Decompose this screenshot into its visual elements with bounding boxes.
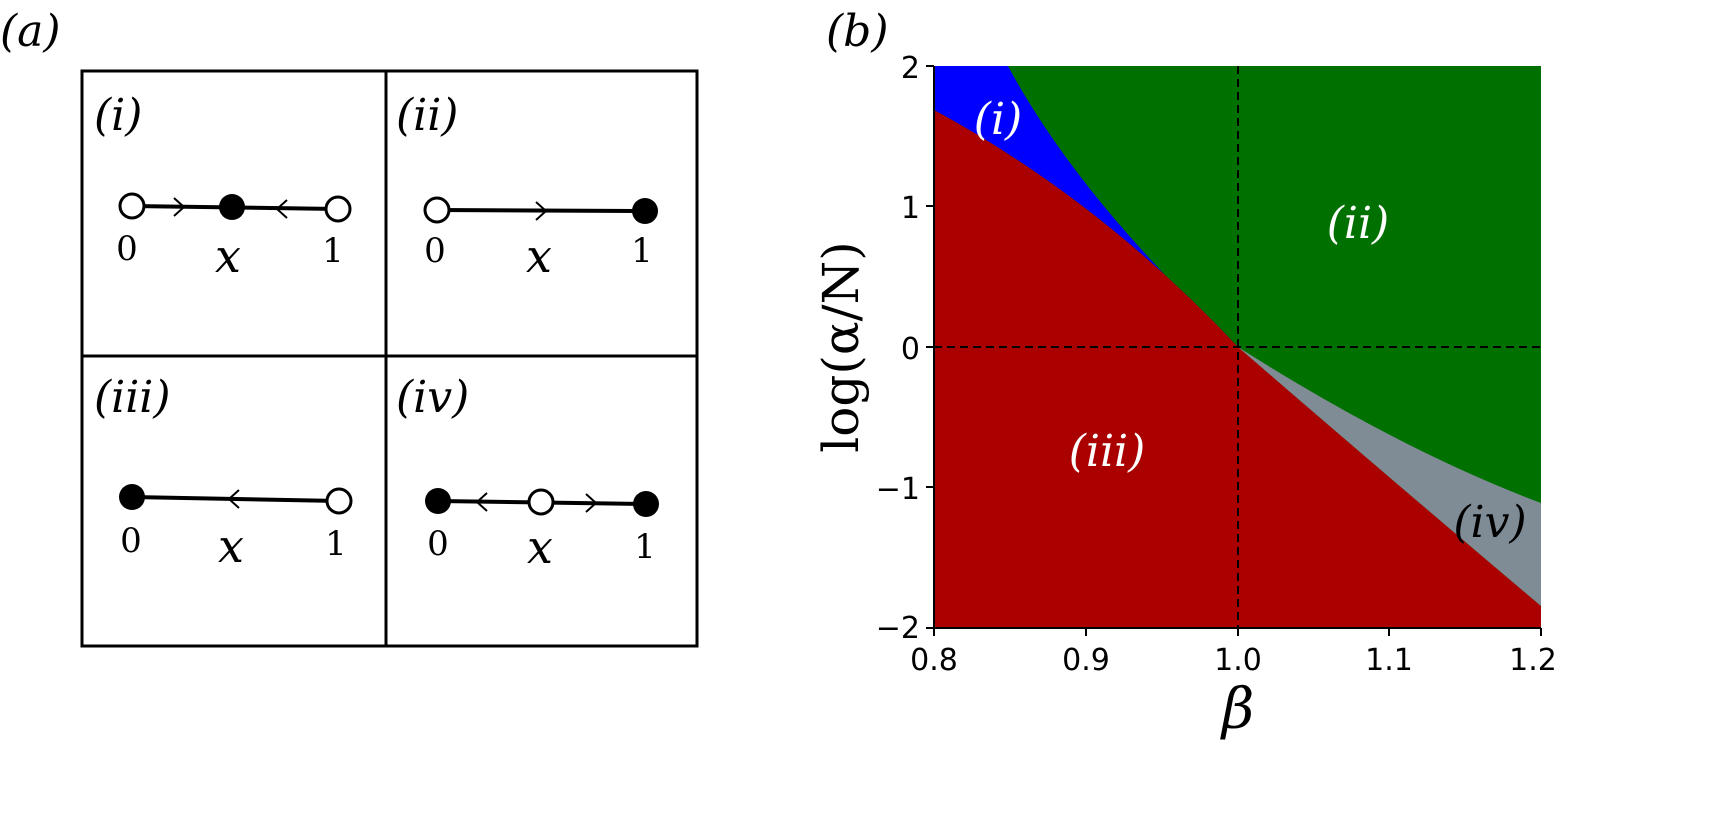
axis-label-x: x — [527, 520, 553, 574]
region-i-label: (i) — [974, 94, 1022, 145]
cell-label: (iv) — [396, 372, 469, 423]
unstable-fixed-point — [325, 487, 353, 515]
x-tick-label: 1.1 — [1365, 643, 1413, 678]
cell-label: (ii) — [396, 90, 458, 141]
stable-fixed-point — [632, 198, 658, 224]
cell-label: (i) — [94, 90, 142, 141]
flow-arrow-right — [585, 493, 598, 513]
panel-b-label: (b) — [826, 6, 889, 57]
flow-arrow-left — [475, 492, 488, 512]
flow-arrow-right — [173, 197, 186, 217]
flow-arrow-left — [227, 489, 240, 509]
unstable-fixed-point — [324, 195, 352, 223]
axis-label-x: x — [218, 519, 244, 573]
stable-fixed-point — [119, 484, 145, 510]
y-tick-label: −1 — [876, 472, 920, 507]
tick-one: 1 — [325, 524, 347, 564]
tick-zero: 0 — [116, 229, 138, 269]
flow-arrow-right — [535, 201, 548, 221]
tick-zero: 0 — [424, 231, 446, 271]
tick-one: 1 — [634, 527, 656, 567]
panel-a-grid — [80, 69, 699, 648]
axis-label-x: x — [526, 229, 552, 283]
stable-fixed-point — [425, 488, 451, 514]
unstable-fixed-point — [527, 488, 555, 516]
stable-fixed-point — [633, 491, 659, 517]
x-tick-label: 0.8 — [910, 643, 958, 678]
tick-zero: 0 — [120, 521, 142, 561]
phase-diagram: 2 1 0 −1 −2 0.8 0.9 1.0 1.1 1.2 β log(α/… — [812, 51, 1557, 742]
region-iv-area — [1238, 347, 1541, 606]
unstable-fixed-point — [118, 192, 146, 220]
phase-line — [131, 495, 340, 503]
x-tick-label: 0.9 — [1062, 643, 1110, 678]
tick-zero: 0 — [427, 524, 449, 564]
x-tick-label: 1.0 — [1214, 643, 1262, 678]
region-iii-label: (iii) — [1069, 426, 1146, 477]
phase-cell-ii: (ii) 0 x 1 — [396, 90, 658, 283]
stable-fixed-point — [219, 194, 245, 220]
y-tick-label: 2 — [901, 51, 920, 86]
tick-one: 1 — [322, 231, 344, 271]
region-iv-label: (iv) — [1453, 497, 1526, 548]
y-tick-label: 0 — [901, 332, 920, 367]
tick-one: 1 — [631, 231, 653, 271]
phase-cell-iv: (iv) 0 x 1 — [396, 372, 659, 574]
phase-cell-iii: (iii) 0 x 1 — [94, 372, 353, 573]
panel-a-label: (a) — [0, 6, 61, 57]
axis-label-x: x — [215, 229, 241, 283]
x-axis-label: β — [1220, 677, 1254, 742]
panel-a-frame — [80, 69, 699, 648]
region-ii-label: (ii) — [1327, 198, 1389, 249]
phase-line — [436, 208, 646, 213]
y-tick-label: −2 — [876, 611, 920, 646]
flow-arrow-left — [275, 199, 288, 219]
cell-label: (iii) — [94, 372, 171, 423]
x-tick-label: 1.2 — [1509, 643, 1557, 678]
region-i-area — [934, 66, 1238, 347]
y-tick-label: 1 — [901, 191, 920, 226]
phase-cell-i: (i) 0 x 1 — [94, 90, 352, 283]
unstable-fixed-point — [423, 196, 451, 224]
y-axis-label: log(α/N) — [812, 241, 870, 452]
